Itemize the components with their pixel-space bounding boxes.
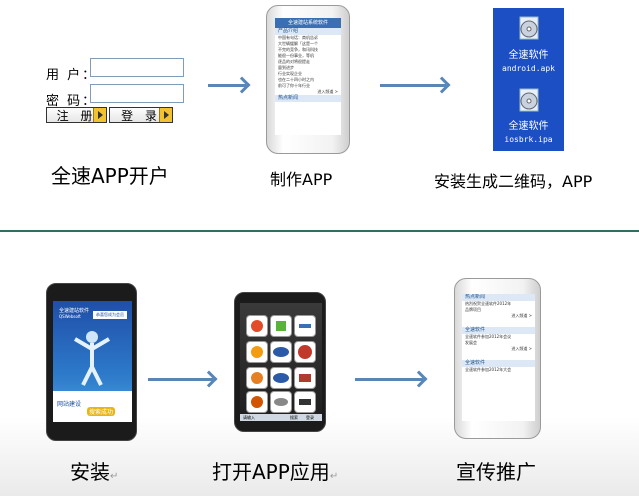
login-button[interactable]: 登 录 bbox=[109, 107, 173, 123]
flow-arrow-4 bbox=[355, 378, 423, 381]
app-icon-1[interactable] bbox=[246, 315, 268, 337]
apk-file-label: 全速软件 bbox=[508, 50, 549, 61]
promo-line: 品牌项目 bbox=[465, 307, 481, 312]
install-badge: 恭喜您成为会员 bbox=[93, 311, 127, 319]
phone-install-screen: 全速建站软件 QSWebsoft 恭喜您成为会员 网站建设 搜索成功 bbox=[53, 301, 132, 422]
app-search-button[interactable]: 搜索 bbox=[290, 415, 298, 420]
step-2-caption: 制作APP bbox=[270, 170, 333, 189]
ipa-file-label: 全速软件 bbox=[508, 121, 549, 132]
promo-more-2: 进入频道 > bbox=[511, 346, 532, 351]
screen-line: 逐品的对将很提走 bbox=[278, 59, 310, 64]
promo-tab-3: 全速软件 bbox=[462, 360, 535, 367]
install-bottom-panel: 网站建设 搜索成功 bbox=[53, 391, 132, 422]
login-button-label: 登 录 bbox=[121, 109, 161, 123]
figure-illustration-icon bbox=[73, 331, 111, 386]
screen-line: 能很一份事业，等机 bbox=[278, 53, 314, 58]
flow-arrow-2 bbox=[380, 84, 446, 87]
ipa-file-icon bbox=[519, 88, 539, 112]
username-input[interactable] bbox=[90, 58, 184, 77]
phone-app-screen: 请输入 搜索 登录 bbox=[240, 303, 322, 421]
screen-footer-tab: 热点新闻 bbox=[275, 95, 341, 102]
step-1-caption: 全速APP开户 bbox=[51, 164, 169, 188]
app-icon-10[interactable] bbox=[246, 391, 268, 413]
screen-line: 中国有句话：商机告诉 bbox=[278, 35, 318, 40]
screen-more-link: 进入频道 > bbox=[317, 89, 338, 94]
return-mark-icon: ↵ bbox=[329, 471, 339, 482]
phone-promo: 热点新闻 热烈祝贺全速软件2012年 品牌项目 进入频道 > 全速软件 全速软件… bbox=[454, 278, 541, 439]
phone-make-app: 全速建站系统软件 产品介绍 中国有句话：商机告诉 大世辆缓解「这是一个 不完的竞… bbox=[266, 5, 350, 154]
app-icon-9[interactable] bbox=[294, 367, 316, 389]
flow-arrow-3 bbox=[148, 378, 213, 381]
install-highlight-badge: 搜索成功 bbox=[87, 407, 116, 416]
app-login-button[interactable]: 登录 bbox=[306, 415, 314, 420]
install-title-cn: 全速建站软件 bbox=[59, 308, 90, 314]
app-icon-2[interactable] bbox=[270, 315, 292, 337]
apk-file-icon bbox=[519, 16, 539, 40]
app-icon-7[interactable] bbox=[246, 367, 268, 389]
app-search-input[interactable]: 请输入 bbox=[243, 415, 255, 420]
register-button[interactable]: 注 册 bbox=[46, 107, 107, 123]
promo-more-1: 进入频道 > bbox=[511, 313, 532, 318]
section-divider bbox=[0, 230, 639, 232]
password-label: 密 码： bbox=[46, 94, 98, 109]
app-search-bar: 请输入 搜索 登录 bbox=[240, 414, 322, 421]
phone-make-screen: 全速建站系统软件 产品介绍 中国有句话：商机告诉 大世辆缓解「这是一个 不完的竞… bbox=[275, 18, 341, 135]
step-3-caption: 安装生成二维码，APP bbox=[434, 172, 593, 191]
app-icon-5[interactable] bbox=[270, 341, 292, 363]
promo-line: 发展会 bbox=[465, 340, 477, 345]
screen-line: 大世辆缓解「这是一个 bbox=[278, 41, 318, 46]
app-icon-8[interactable] bbox=[270, 367, 292, 389]
install-bottom-text: 网站建设 bbox=[57, 401, 82, 408]
password-input[interactable] bbox=[90, 84, 184, 103]
screen-line: 前可了你十年行业 bbox=[278, 83, 310, 88]
app-icon-6[interactable] bbox=[294, 341, 316, 363]
screen-line: 不完的竞争，和讯科技 bbox=[278, 47, 318, 52]
screen-line: 行业实现企业 bbox=[278, 71, 302, 76]
step-4-label: 安装 bbox=[70, 460, 110, 484]
username-label: 用 户： bbox=[46, 68, 98, 83]
step-4-caption: 安装↵ bbox=[70, 456, 118, 485]
apk-file-name: android.apk bbox=[502, 64, 555, 73]
ipa-file-name: iosbrk.ipa bbox=[504, 135, 553, 144]
screen-header: 全速建站系统软件 bbox=[275, 18, 341, 28]
promo-line: 全速软件参加2012年会议 bbox=[465, 334, 512, 339]
register-button-label: 注 册 bbox=[56, 109, 97, 123]
phone-install: 全速建站软件 QSWebsoft 恭喜您成为会员 网站建设 搜索成功 bbox=[46, 283, 137, 441]
promo-tab-1: 热点新闻 bbox=[462, 294, 535, 301]
step-5-label: 打开APP应用 bbox=[212, 460, 330, 484]
promo-line: 热烈祝贺全速软件2012年 bbox=[465, 301, 512, 306]
screen-line: 也在二十四小时之内 bbox=[278, 77, 314, 82]
app-icon-12[interactable] bbox=[294, 391, 316, 413]
screen-line: 量到进步 bbox=[278, 65, 294, 70]
desktop-panel: 全速软件 android.apk 全速软件 iosbrk.ipa bbox=[493, 8, 564, 151]
promo-line: 全速软件参加2012年大会 bbox=[465, 367, 512, 372]
install-title-en: QSWebsoft bbox=[59, 314, 81, 319]
return-mark-icon: ↵ bbox=[110, 471, 119, 482]
phone-app-grid: 请输入 搜索 登录 bbox=[234, 292, 326, 432]
step-6-caption: 宣传推广 bbox=[456, 460, 536, 484]
arrow-right-icon bbox=[159, 108, 172, 122]
flow-arrow-1 bbox=[208, 84, 246, 87]
arrow-right-icon bbox=[93, 108, 106, 122]
app-icon-4[interactable] bbox=[246, 341, 268, 363]
screen-tab: 产品介绍 bbox=[275, 28, 341, 35]
app-icon-11[interactable] bbox=[270, 391, 292, 413]
app-icon-3[interactable] bbox=[294, 315, 316, 337]
phone-promo-screen: 热点新闻 热烈祝贺全速软件2012年 品牌项目 进入频道 > 全速软件 全速软件… bbox=[462, 294, 535, 421]
step-5-caption: 打开APP应用↵ bbox=[212, 456, 338, 485]
promo-tab-2: 全速软件 bbox=[462, 327, 535, 334]
